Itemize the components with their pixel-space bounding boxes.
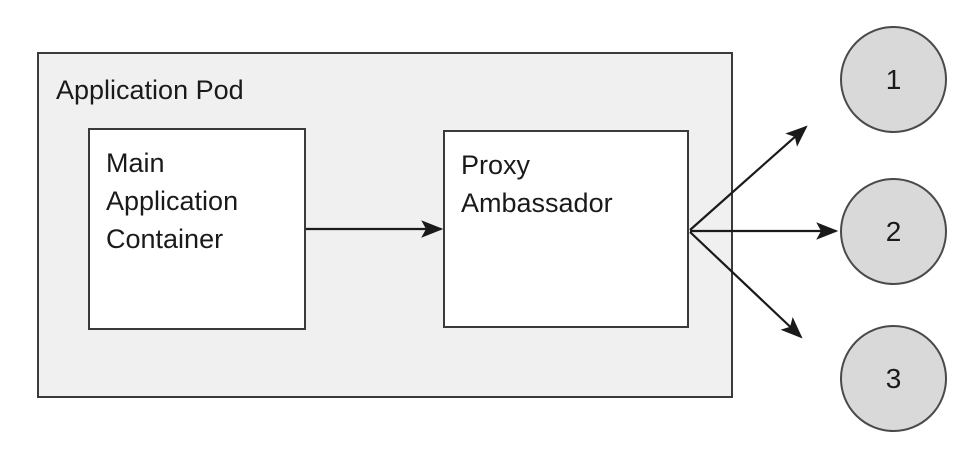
main-application-container-box: Main Application Container <box>88 128 306 330</box>
application-pod-label: Application Pod <box>56 75 244 105</box>
main-application-container-label: Main Application Container <box>106 148 239 254</box>
external-service-2-label: 2 <box>885 215 902 247</box>
external-service-1-label: 1 <box>885 63 902 95</box>
external-service-3-label: 3 <box>885 362 902 394</box>
external-service-1-circle: 1 <box>840 26 947 133</box>
proxy-ambassador-box: Proxy Ambassador <box>443 130 689 328</box>
proxy-ambassador-label: Proxy Ambassador <box>461 150 613 218</box>
external-service-2-circle: 2 <box>840 178 947 285</box>
external-service-3-circle: 3 <box>840 325 947 432</box>
